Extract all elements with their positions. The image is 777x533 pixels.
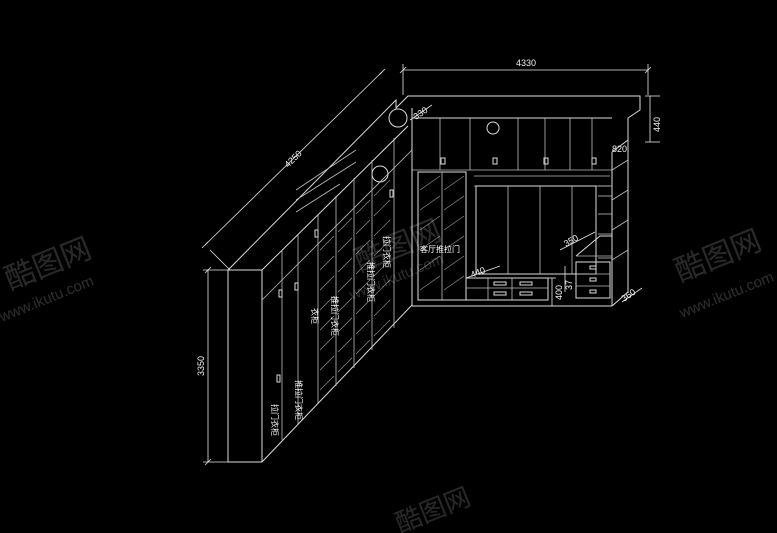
right-tv-wall — [411, 108, 629, 307]
dim-drawer-small: 37 — [564, 280, 574, 290]
label-wardrobe-2: 推拉门衣柜 — [294, 380, 304, 420]
cabinet-labels: 客厅推拉门 拉门衣柜 推拉门衣柜 衣柜 推拉门衣柜 推拉门衣柜 拉门衣柜 — [270, 236, 460, 436]
tv-door-hatch — [419, 175, 465, 291]
dim-top-small: 330 — [411, 105, 429, 122]
dimension-lines — [201, 64, 660, 466]
label-wardrobe-4: 推拉门衣柜 — [330, 296, 340, 336]
dim-shelf-a: 350 — [562, 233, 580, 249]
dim-top-width: 4330 — [516, 58, 536, 68]
label-wardrobe-6: 拉门衣柜 — [382, 236, 392, 268]
left-wardrobe-wall — [227, 95, 641, 463]
dimension-texts: 4330 4250 3350 440 360 330 350 440 400 3… — [196, 58, 662, 376]
left-sliding-door-hatch — [319, 179, 391, 391]
label-wardrobe-5: 推拉门衣柜 — [366, 262, 376, 302]
watermarks: 酷图网 www.ikutu.com 酷图网 www.ikutu.com 酷图网 … — [0, 213, 776, 533]
dim-cabinet-right: 820 — [612, 144, 627, 154]
label-tv-room-door: 客厅推拉门 — [420, 244, 460, 254]
watermark-brand-bottom: 酷图网 — [391, 482, 475, 533]
dim-drawer: 400 — [554, 285, 564, 300]
dim-right-top: 440 — [652, 117, 662, 132]
label-wardrobe-3: 衣柜 — [310, 308, 320, 324]
dim-height: 3350 — [196, 356, 206, 376]
label-wardrobe-1: 拉门衣柜 — [270, 404, 280, 436]
